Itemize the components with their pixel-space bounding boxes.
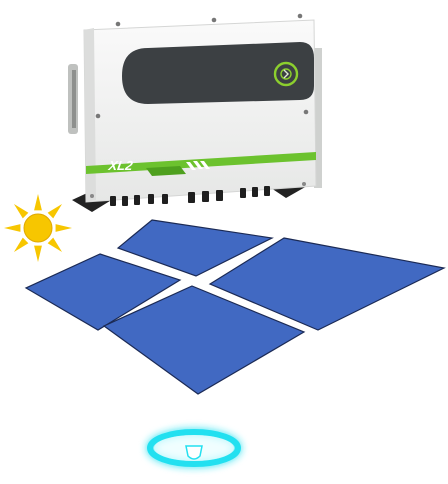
- sun-disc: [23, 213, 53, 243]
- ground-glow-ring: [147, 429, 241, 467]
- status-indicator-icon: [273, 61, 299, 87]
- sun-ray: [47, 203, 63, 219]
- ground-marker-icon: [147, 394, 241, 467]
- inverter: XL2: [68, 13, 322, 212]
- brand-stripe: [86, 152, 316, 174]
- sun-icon: [4, 194, 72, 262]
- sun-ray: [13, 203, 29, 219]
- stripe-chevrons: [186, 161, 210, 170]
- sun-ray: [4, 224, 21, 232]
- solar-panel: [116, 219, 274, 277]
- sun-ray: [55, 224, 72, 232]
- cable-connectors: [110, 186, 270, 206]
- sun-ray: [34, 194, 42, 211]
- ground-probe: [185, 445, 203, 460]
- sun-ray: [13, 237, 29, 253]
- solar-panel-array: [24, 219, 446, 395]
- sun-ray: [34, 245, 42, 262]
- display-panel: [122, 42, 314, 104]
- solar-panel: [208, 237, 446, 331]
- right-bracket: [314, 48, 322, 188]
- solar-panel: [102, 285, 306, 395]
- solar-panel: [24, 253, 182, 331]
- model-label: XL2: [107, 158, 135, 173]
- sun-ray: [47, 237, 63, 253]
